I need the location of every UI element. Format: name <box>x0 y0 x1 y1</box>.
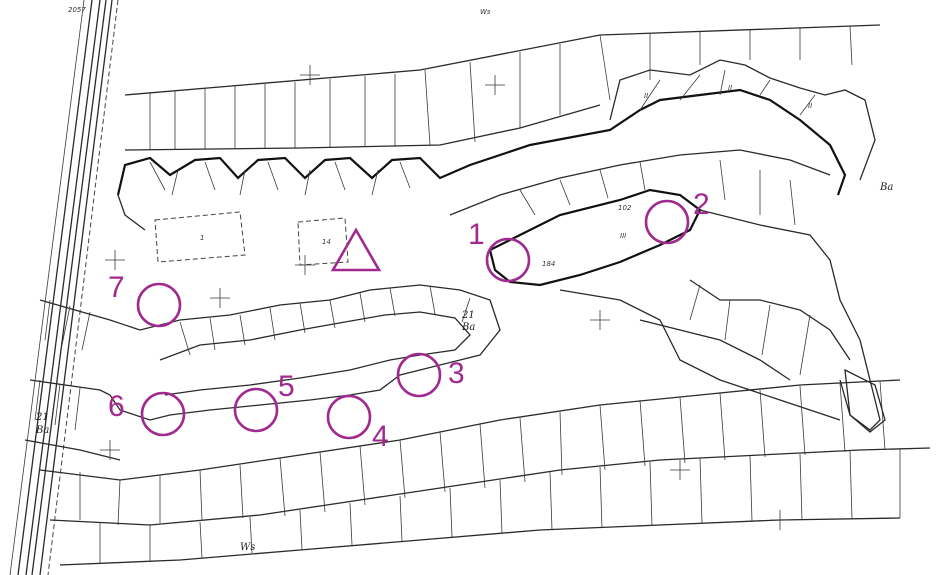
area-7-text: 102 <box>618 204 632 212</box>
top-ref-b-text: Ws <box>480 8 491 16</box>
area-4-text: II <box>728 84 732 92</box>
left-ref-b-text: 21 <box>35 412 49 423</box>
area-1-text: 1 <box>200 234 204 242</box>
left-parcels <box>24 299 141 461</box>
map-annotations: 2057 Ws Ba 21 21 Ba Ba Ws 1 14 II II II … <box>35 6 893 553</box>
marker-label-7: 7 <box>108 271 125 304</box>
area-3-text: II <box>644 92 648 100</box>
area-5-text: II <box>808 102 812 110</box>
area-2-text: 14 <box>322 238 331 246</box>
zigzag-wall <box>116 88 847 231</box>
marker-circle-5 <box>233 387 279 433</box>
marker-circle-6 <box>140 391 186 437</box>
right-ref-text: Ba <box>879 182 893 193</box>
location-markers: 1 2 3 4 5 6 7 <box>108 188 710 453</box>
right-road <box>559 279 851 421</box>
left-ref-a-text: Ba <box>35 425 49 436</box>
grid-crosses <box>100 65 790 530</box>
top-ref-text: 2057 <box>68 6 86 14</box>
railway-band <box>9 0 119 575</box>
area-6-text: III <box>620 232 626 240</box>
area-8-text: 184 <box>542 260 555 268</box>
center-ref-b-text: Ba <box>461 322 475 333</box>
marker-label-4: 4 <box>372 420 389 453</box>
marker-circle-2 <box>644 199 690 245</box>
center-ref-a-text: 21 <box>461 310 475 321</box>
marker-label-6: 6 <box>108 390 125 423</box>
marker-circle-3 <box>396 352 442 398</box>
marker-label-3: 3 <box>448 357 465 390</box>
marker-circle-4 <box>326 394 372 440</box>
reference-triangle-marker <box>330 227 382 272</box>
marker-label-5: 5 <box>278 370 295 403</box>
marker-circle-1 <box>485 237 531 283</box>
lower-road <box>109 284 501 421</box>
bottom-parcels <box>39 379 931 566</box>
hill-outline <box>609 59 876 181</box>
bottom-ref-text: Ws <box>240 542 255 553</box>
marker-circle-7 <box>136 282 182 328</box>
marker-label-2: 2 <box>693 188 710 221</box>
central-feature <box>449 149 881 431</box>
building-outlines <box>154 211 886 433</box>
top-parcels <box>124 24 881 151</box>
marker-label-1: 1 <box>468 218 485 251</box>
